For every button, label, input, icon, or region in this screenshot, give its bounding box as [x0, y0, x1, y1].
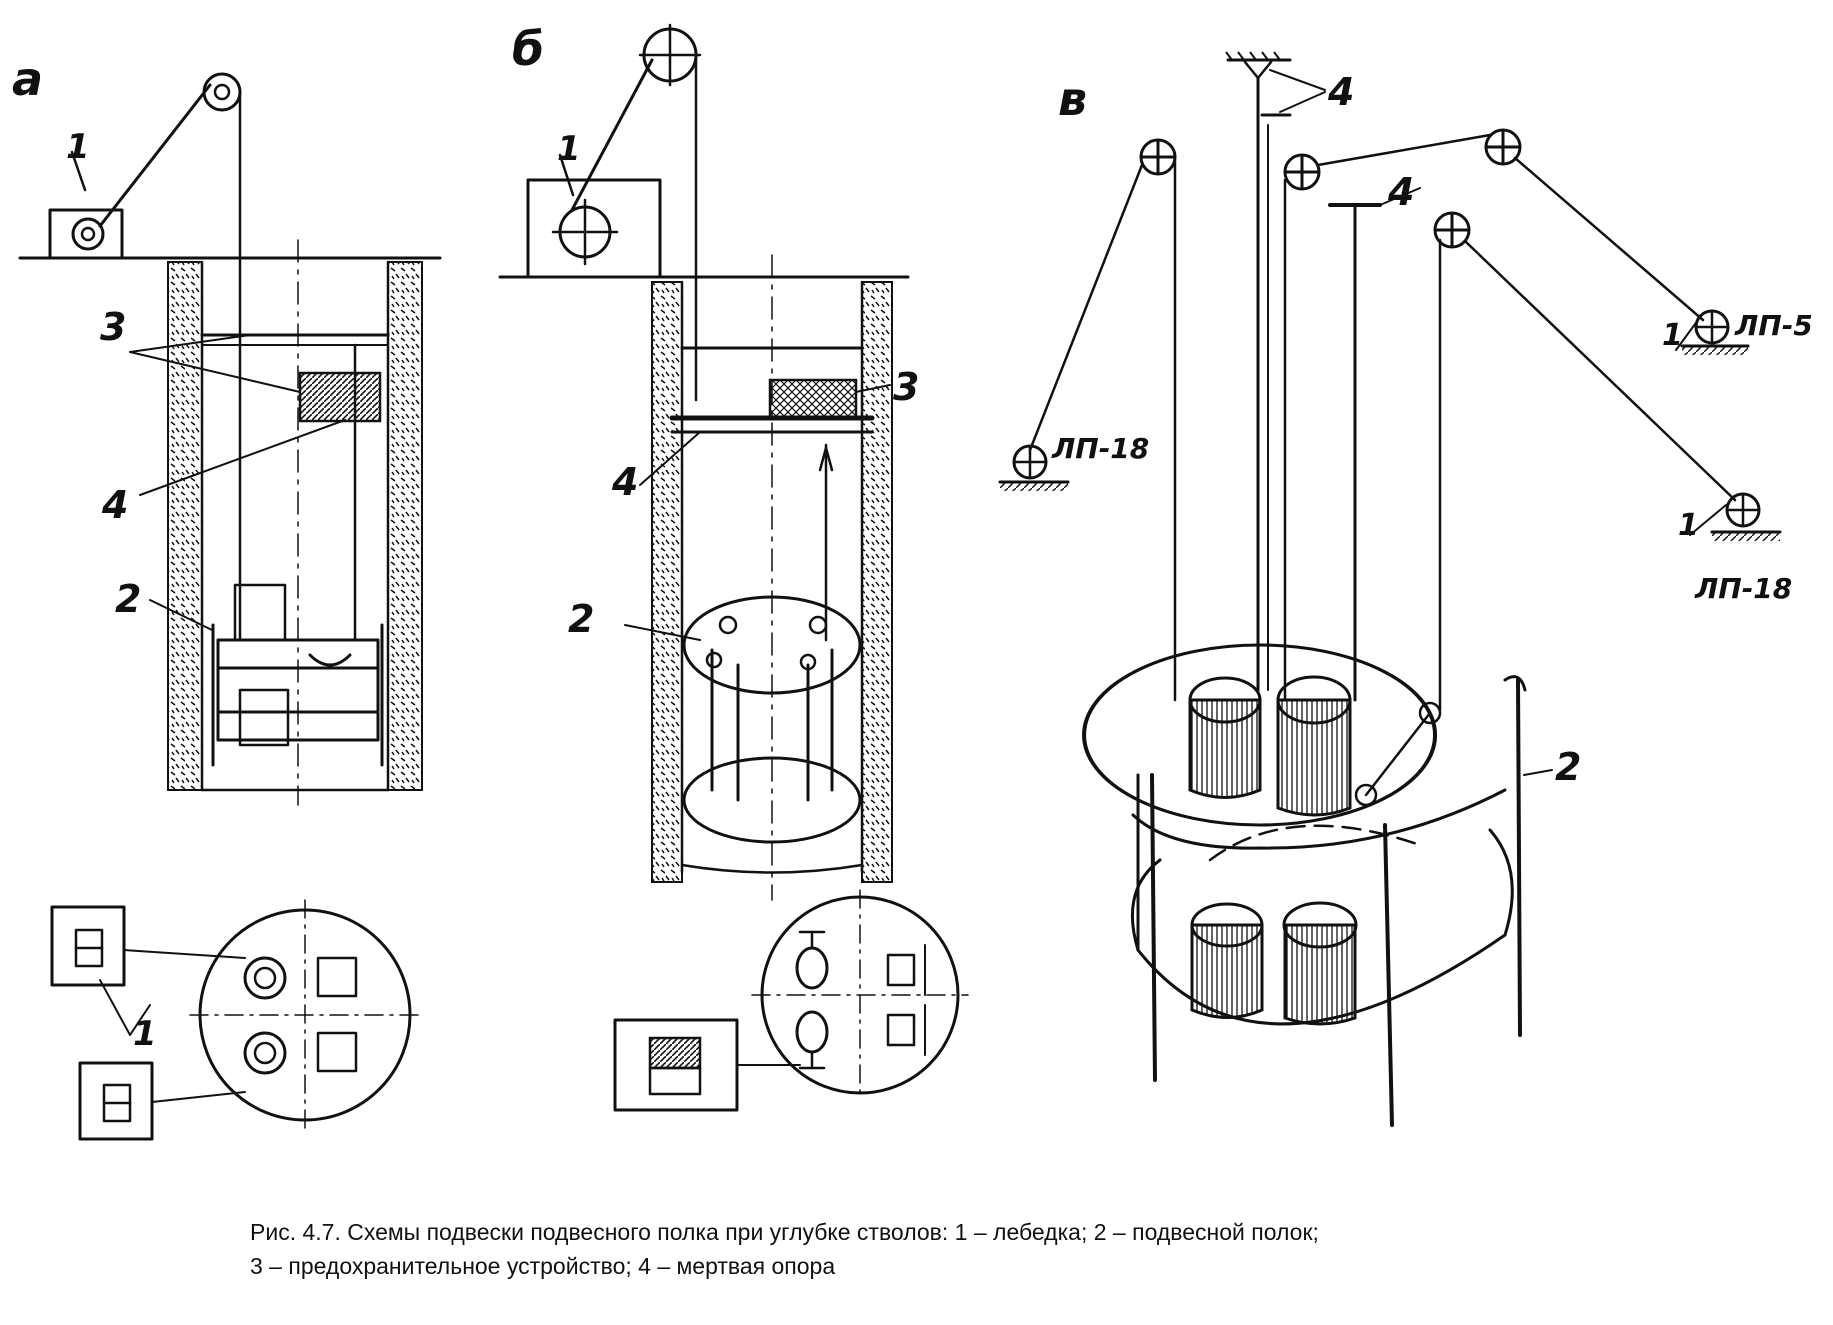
panel-v-winch-lp5: [1675, 309, 1750, 355]
panel-v-letter: в: [1058, 72, 1087, 126]
panel-b-plan-view: [613, 889, 969, 1112]
panel-v-winch-lp18-left: [998, 444, 1070, 491]
panel-b-label-3: 3: [893, 365, 919, 409]
panel-a-hanging-platform: [211, 583, 384, 767]
figure-caption: Рис. 4.7. Схемы подвески подвесного полк…: [250, 1215, 1810, 1283]
panel-b-label-2: 2: [568, 597, 594, 641]
shaft-suspension-figure: а: [12, 22, 1813, 1141]
caption-line-2: 3 – предохранительное устройство; 4 – ме…: [250, 1253, 836, 1279]
panel-a-label-1-top: 1: [66, 127, 90, 167]
panel-b-safety-device: [768, 378, 858, 420]
panel-a-pulley: [202, 72, 242, 112]
panel-b-shaft-wall-right: [861, 281, 893, 883]
panel-v-label-1-lp18: 1: [1678, 508, 1699, 543]
panel-a-label-2: 2: [115, 577, 141, 621]
panel-a-shaft-wall-right: [387, 261, 423, 791]
panel-a-shaft-wall-left: [167, 261, 203, 791]
panel-b-hanging-platform: [682, 595, 862, 844]
panel-b-label-1: 1: [557, 129, 581, 169]
panel-v-winch-lp18-right: [1689, 492, 1782, 541]
panel-a-winch: [48, 208, 124, 260]
panel-b-shaft-wall-left: [651, 281, 683, 883]
panel-a-safety-device: [298, 371, 382, 423]
panel-a-label-4: 4: [101, 483, 128, 527]
panel-a-label-1-plan: 1: [133, 1014, 157, 1054]
panel-b-letter: б: [512, 22, 544, 76]
panel-v-hanging-platform: [1082, 643, 1527, 1127]
panel-v-diagram: в 4 4: [998, 51, 1813, 1127]
panel-a-diagram: а: [12, 52, 442, 1141]
panel-a-plan-view: 1: [50, 899, 421, 1141]
panel-b-winch: [526, 178, 662, 279]
panel-v-label-4-top: 4: [1327, 70, 1354, 114]
panel-v-label-2: 2: [1555, 745, 1581, 789]
panel-b-diagram: б: [498, 22, 969, 1112]
caption-line-1: Рис. 4.7. Схемы подвески подвесного полк…: [250, 1219, 1319, 1245]
panel-v-label-1-lp5: 1: [1662, 318, 1683, 353]
panel-v-code-lp18-right: ЛП-18: [1694, 572, 1792, 605]
panel-v-code-lp5: ЛП-5: [1734, 309, 1813, 342]
panel-a-letter: а: [12, 52, 43, 106]
panel-v-label-4-mid: 4: [1387, 170, 1414, 214]
panel-v-code-lp18-left: ЛП-18: [1051, 432, 1149, 465]
panel-a-label-3: 3: [100, 305, 126, 349]
panel-b-label-4: 4: [611, 460, 638, 504]
